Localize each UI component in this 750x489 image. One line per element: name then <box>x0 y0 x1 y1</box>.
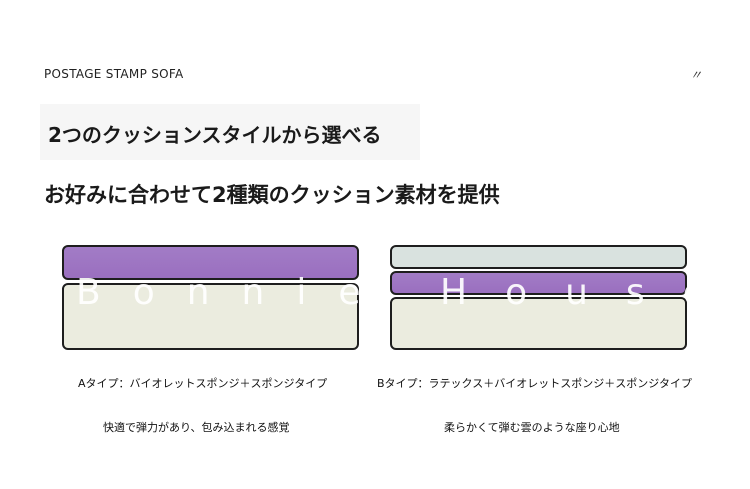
type-a-description: 快適で弾力があり、包み込まれる感覚 <box>103 421 290 434</box>
type-b-violet-sponge-layer <box>390 271 687 295</box>
type-b-description: 柔らかくて弾む雲のような座り心地 <box>444 421 620 434</box>
brand-name: POSTAGE STAMP SOFA <box>44 67 184 81</box>
quote-mark: 〃 <box>690 68 703 82</box>
watermark-right: House <box>440 272 743 313</box>
type-b-sponge-layer <box>390 297 687 350</box>
type-a-label: Aタイプ：バイオレットスポンジ＋スポンジタイプ <box>78 377 328 390</box>
heading-cushion-materials: お好みに合わせて2種類のクッション素材を提供 <box>44 183 500 207</box>
watermark-left: Bonnie <box>76 272 393 313</box>
type-b-latex-layer <box>390 245 687 269</box>
type-b-label: Bタイプ：ラテックス＋バイオレットスポンジ＋スポンジタイプ <box>377 377 692 390</box>
type-a-sponge-layer <box>62 283 359 350</box>
heading-background <box>40 104 420 160</box>
type-a-violet-sponge-layer <box>62 245 359 280</box>
heading-cushion-styles: 2つのクッションスタイルから選べる <box>48 123 382 147</box>
